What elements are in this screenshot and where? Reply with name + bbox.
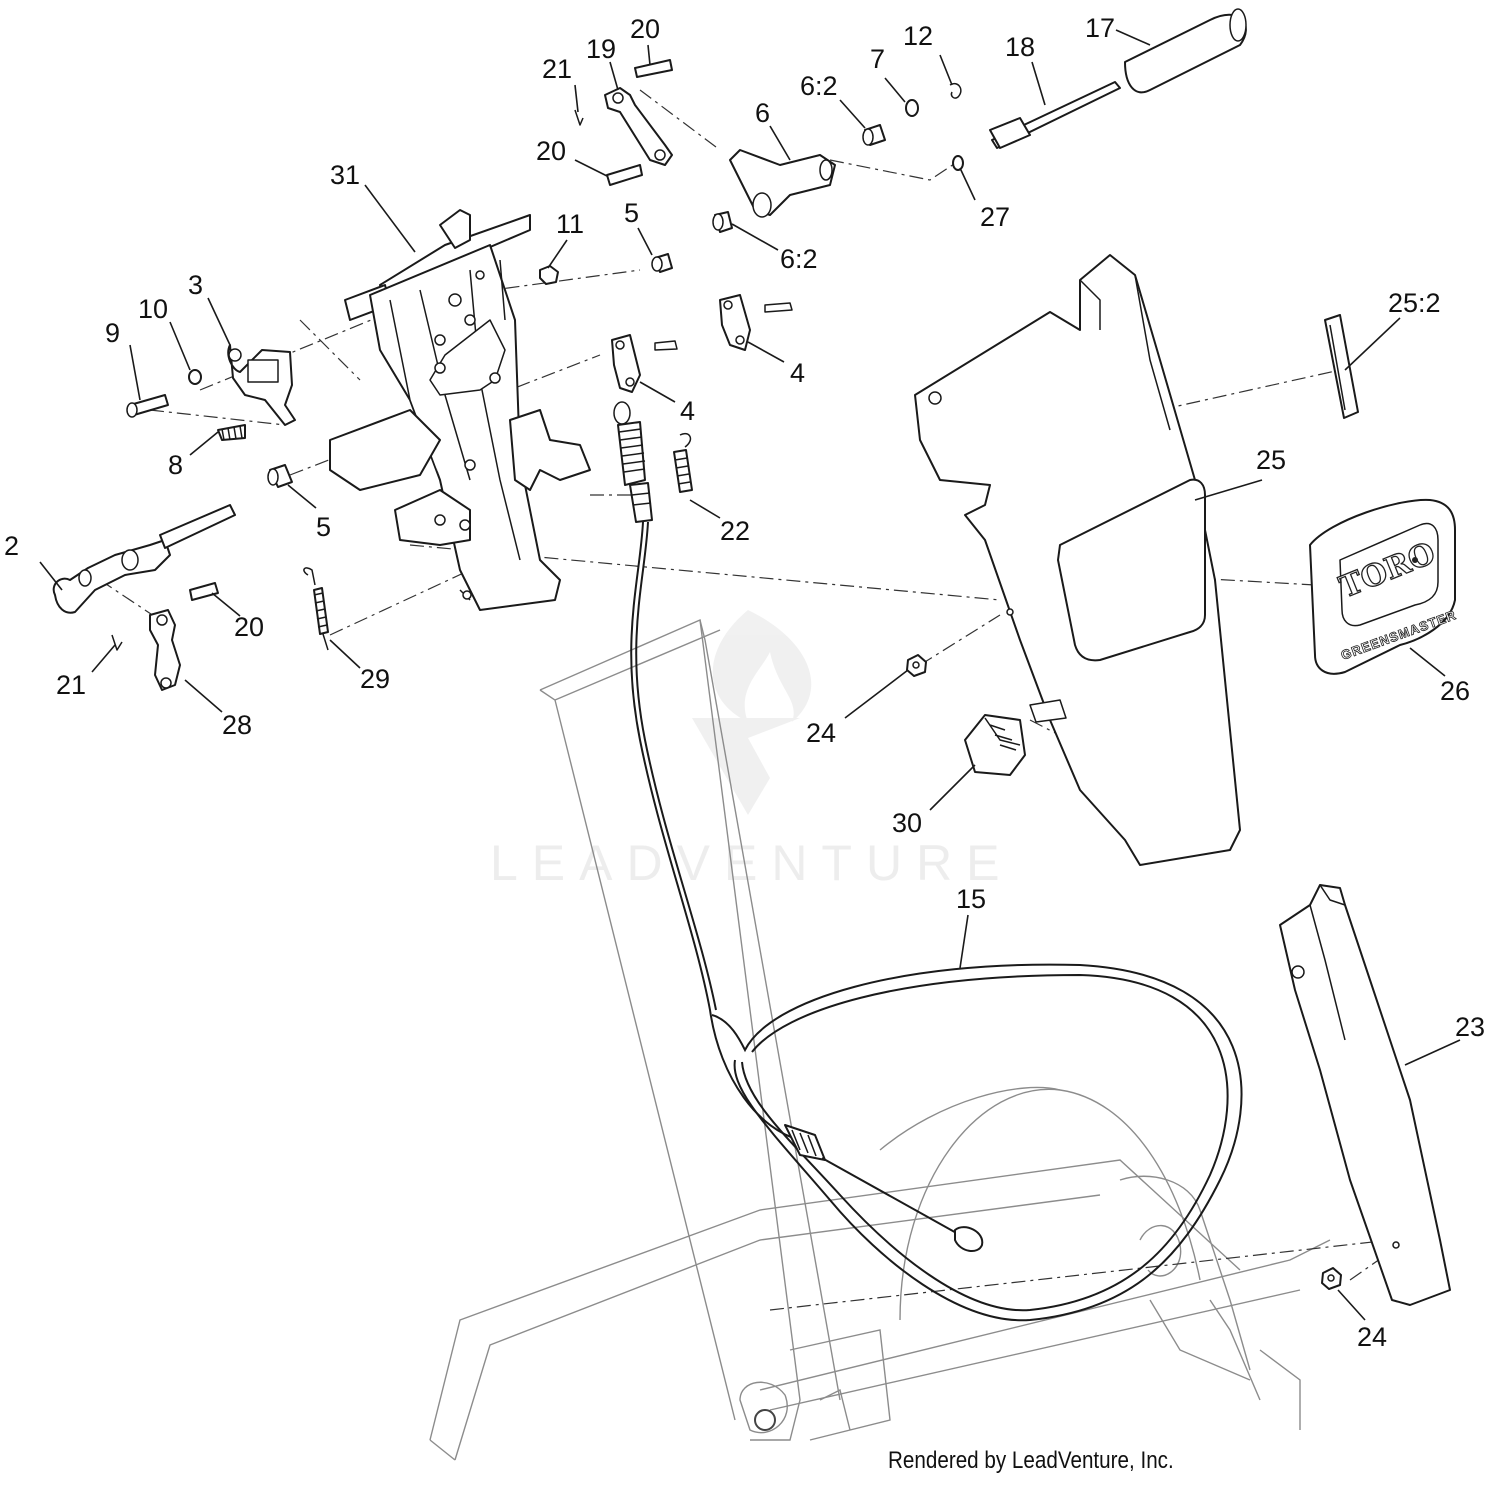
part-18-rod — [989, 81, 1121, 149]
leader-lines — [39, 29, 1461, 1321]
callout-labels: 2 3 4 4 5 5 6 6:2 6:2 7 8 9 10 11 12 15 … — [4, 13, 1485, 1352]
callout-6-2: 6:2 — [800, 71, 838, 101]
callout-21: 21 — [542, 54, 572, 84]
part-26-logo-decal: TORO GREENSMASTER — [1309, 498, 1459, 675]
part-6-2-bushing-lower — [712, 211, 733, 233]
callout-21: 21 — [56, 670, 86, 700]
callout-30: 30 — [892, 808, 922, 838]
callout-4: 4 — [680, 396, 695, 426]
callout-23: 23 — [1455, 1012, 1485, 1042]
watermark-text: LEADVENTURE — [490, 835, 1014, 891]
part-6-lever — [729, 149, 836, 218]
part-23-side-cover — [1279, 884, 1451, 1306]
callout-27: 27 — [980, 202, 1010, 232]
callout-19: 19 — [586, 34, 616, 64]
part-31-control-tower — [329, 209, 591, 611]
part-24-nut-upper — [906, 654, 927, 677]
callout-12: 12 — [903, 21, 933, 51]
part-5-bushing-lower — [267, 464, 293, 488]
callout-7: 7 — [870, 44, 885, 74]
callout-18: 18 — [1005, 32, 1035, 62]
callout-20: 20 — [536, 136, 566, 166]
part-9-bolt — [126, 394, 169, 418]
part-19-link — [604, 87, 673, 166]
part-30-switch — [964, 699, 1067, 776]
part-22-springs — [613, 401, 693, 523]
part-24-nut-lower — [1321, 1267, 1342, 1290]
part-11-nut — [539, 265, 559, 285]
part-4-bracket-lower — [611, 334, 678, 393]
part-3-bracket — [227, 344, 296, 426]
callout-24: 24 — [806, 718, 836, 748]
part-21-clip-upper — [574, 109, 584, 126]
callout-29: 29 — [360, 664, 390, 694]
part-28-arm — [149, 609, 181, 691]
part-25-2-decal — [1324, 314, 1359, 419]
callout-6: 6 — [755, 98, 770, 128]
part-4-bracket-upper — [719, 294, 793, 351]
callout-10: 10 — [138, 294, 168, 324]
part-15-cable — [630, 521, 1243, 1322]
callout-3: 3 — [188, 270, 203, 300]
watermark-logo: LEADVENTURE — [490, 610, 1014, 891]
part-20-pin-upper — [634, 59, 673, 78]
callout-5: 5 — [624, 198, 639, 228]
callout-5: 5 — [316, 512, 331, 542]
callout-8: 8 — [168, 450, 183, 480]
part-6-2-bushing-upper — [862, 124, 886, 146]
callout-2: 2 — [4, 531, 19, 561]
callout-28: 28 — [222, 710, 252, 740]
callout-24: 24 — [1357, 1322, 1387, 1352]
part-20-pin-lower — [189, 582, 219, 601]
part-29-spring — [303, 567, 329, 651]
render-credit: Rendered by LeadVenture, Inc. — [888, 1447, 1174, 1474]
part-25-console-panel — [914, 254, 1241, 866]
callout-9: 9 — [105, 318, 120, 348]
callout-26: 26 — [1440, 676, 1470, 706]
part-17-grip — [1124, 8, 1247, 94]
part-10-washer — [188, 369, 202, 385]
part-7-washer — [905, 99, 919, 117]
callout-22: 22 — [720, 516, 750, 546]
callout-4: 4 — [790, 358, 805, 388]
callout-15: 15 — [956, 884, 986, 914]
callout-20: 20 — [630, 14, 660, 44]
part-21-clip-lower — [111, 634, 123, 651]
callout-20: 20 — [234, 612, 264, 642]
callout-11: 11 — [556, 209, 584, 239]
callout-31: 31 — [330, 160, 360, 190]
callout-6-2: 6:2 — [780, 244, 818, 274]
part-8-spring — [217, 424, 246, 441]
part-12-clip — [949, 83, 962, 99]
callout-17: 17 — [1085, 13, 1115, 43]
part-20-pin-mid — [606, 164, 643, 186]
callout-25: 25 — [1256, 445, 1286, 475]
part-5-bushing-upper — [651, 253, 673, 273]
part-27-washer — [952, 155, 964, 171]
callout-25-2: 25:2 — [1388, 288, 1441, 318]
